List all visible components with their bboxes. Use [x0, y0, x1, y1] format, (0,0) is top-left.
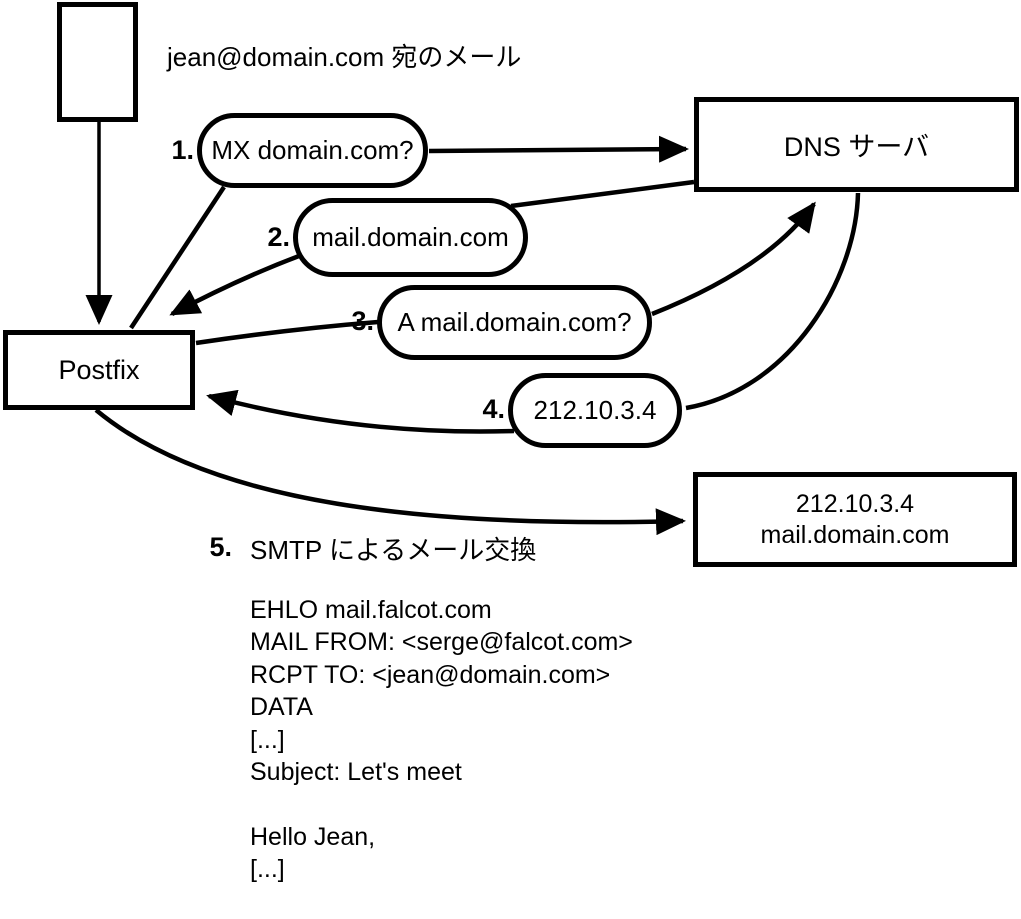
step3-query-pill: A mail.domain.com? [377, 285, 652, 360]
line-postfix-to-step1 [129, 185, 226, 330]
step2-answer-label: mail.domain.com [312, 222, 509, 252]
arrow-step2-to-postfix [169, 253, 300, 316]
postfix-label: Postfix [58, 354, 140, 385]
step4-number: 4. [482, 394, 505, 424]
step1-query-pill: MX domain.com? [197, 113, 428, 188]
line-dns-to-step4 [685, 192, 861, 411]
incoming-mail-caption: jean@domain.com 宛のメール [167, 42, 522, 72]
mail-server-hostname: mail.domain.com [760, 520, 950, 549]
step2-answer-pill: mail.domain.com [293, 198, 528, 277]
step2-number: 2. [267, 222, 290, 252]
step4-answer-label: 212.10.3.4 [533, 395, 657, 425]
arrow-step1-to-dns [428, 135, 689, 163]
mail-server-box: 212.10.3.4 mail.domain.com [693, 472, 1017, 567]
mail-server-ip: 212.10.3.4 [795, 489, 915, 518]
dns-server-box: DNS サーバ [694, 97, 1019, 192]
arrow-step3-to-dns [651, 201, 816, 317]
line-postfix-to-step3 [195, 319, 379, 346]
postfix-box: Postfix [3, 330, 195, 410]
step1-number: 1. [171, 135, 194, 165]
arrow-step4-to-postfix [206, 389, 515, 434]
incoming-mail-box [57, 2, 138, 122]
step3-query-label: A mail.domain.com? [397, 307, 632, 337]
line-dns-to-step2 [510, 179, 695, 209]
step5-number: 5. [209, 532, 232, 562]
step5-label: SMTP によるメール交換 [250, 535, 537, 565]
smtp-session-transcript: EHLO mail.falcot.com MAIL FROM: <serge@f… [250, 596, 633, 884]
arrow-step5-smtp [94, 408, 686, 536]
dns-server-label: DNS サーバ [783, 132, 930, 162]
step4-answer-pill: 212.10.3.4 [508, 373, 682, 448]
step1-query-label: MX domain.com? [211, 135, 414, 165]
step3-number: 3. [351, 306, 374, 336]
